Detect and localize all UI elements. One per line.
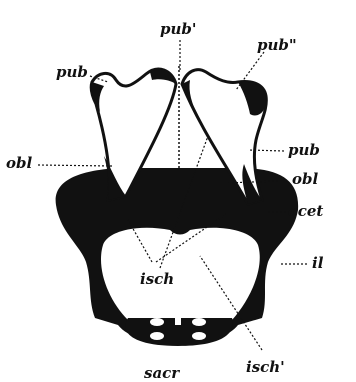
label-sacr: sacr [144,364,180,382]
label-pub-left: pub [56,63,88,81]
label-pub-double-prime: pub" [257,36,297,54]
sacral-midline-notch [175,318,181,325]
label-obl-right: obl [292,170,318,188]
sacral-foramen [150,318,164,326]
sacral-foramen [192,332,206,340]
label-obl-left: obl [6,154,32,172]
leader-obl-left [38,165,112,166]
label-pub-prime: pub' [160,20,196,38]
label-il: il [312,254,324,272]
label-acet: acet [288,202,323,220]
sacral-foramen [150,332,164,340]
label-isch-prime: isch' [246,358,285,376]
label-pub-right: pub [288,141,320,159]
sacral-foramen [192,318,206,326]
label-isch: isch [140,270,174,288]
